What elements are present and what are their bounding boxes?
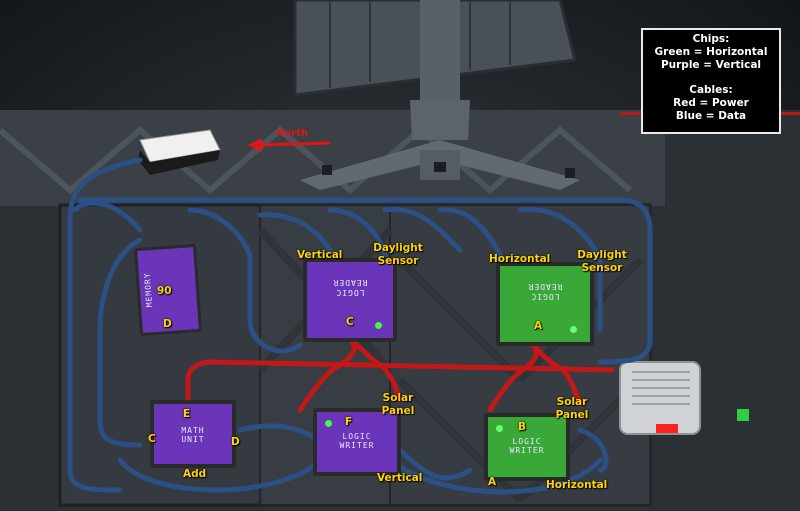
writer-horizontal-text-1: LOGIC — [512, 437, 542, 446]
status-led-icon — [325, 420, 332, 427]
math-unit-text-1: MATH — [181, 426, 205, 435]
math-bottom-label: Add — [183, 468, 207, 480]
writer-vertical-text-1: LOGIC — [342, 432, 372, 441]
writer-horizontal-bottom-left-label: A — [488, 476, 497, 488]
reader-horizontal-text-1: LOGIC — [530, 292, 560, 301]
math-top-label: E — [183, 408, 191, 420]
writer-vertical-letter-label: F — [345, 416, 353, 428]
reader-horizontal-text-2: READER — [527, 282, 563, 291]
legend-cables-red: Red = Power — [673, 97, 749, 109]
reader-horizontal-letter-label: A — [534, 320, 543, 332]
math-left-label: C — [148, 433, 156, 445]
legend-chips-purple: Purple = Vertical — [660, 59, 762, 71]
memory-value-label: 90 — [157, 285, 172, 297]
status-led-icon — [496, 425, 503, 432]
legend-chips-title: Chips: — [692, 33, 730, 45]
writer-horizontal-right-label-2: Panel — [555, 409, 589, 421]
memory-letter-label: D — [163, 318, 172, 330]
logic-reader-horizontal-chip[interactable]: LOGIC READER — [496, 262, 594, 346]
legend-chips-green: Green = Horizontal — [654, 46, 768, 58]
legend-panel: Chips: Green = Horizontal Purple = Verti… — [641, 28, 781, 134]
writer-vertical-right-label-2: Panel — [381, 405, 415, 417]
reader-vertical-letter-label: C — [346, 316, 354, 328]
reader-horizontal-top-right-label-2: Sensor — [581, 262, 623, 274]
writer-horizontal-letter-label: B — [518, 421, 527, 433]
math-unit-text-2: UNIT — [181, 435, 205, 444]
north-label: North — [276, 128, 309, 139]
legend-cables-title: Cables: — [689, 84, 733, 96]
writer-horizontal-text-2: WRITER — [509, 446, 545, 455]
writer-horizontal-right-label-1: Solar — [556, 396, 588, 408]
logic-writer-horizontal-chip[interactable]: LOGIC WRITER — [484, 413, 570, 481]
logic-writer-vertical-chip[interactable]: LOGIC WRITER — [313, 408, 401, 476]
writer-vertical-text-2: WRITER — [339, 441, 375, 450]
writer-vertical-bottom-label: Vertical — [377, 472, 423, 484]
math-right-label: D — [231, 436, 240, 448]
reader-horizontal-top-right-label-1: Daylight — [577, 249, 627, 261]
status-led-icon — [570, 326, 577, 333]
writer-horizontal-bottom-right-label: Horizontal — [546, 479, 608, 491]
reader-vertical-text-1: LOGIC — [335, 288, 365, 297]
reader-vertical-top-left-label: Vertical — [297, 249, 343, 261]
status-led-icon — [375, 322, 382, 329]
writer-vertical-right-label-1: Solar — [382, 392, 414, 404]
reader-vertical-top-right-label-1: Daylight — [373, 242, 423, 254]
legend-cables-blue: Blue = Data — [675, 110, 747, 122]
reader-vertical-text-2: READER — [332, 278, 368, 287]
reader-horizontal-top-left-label: Horizontal — [489, 253, 551, 265]
logic-reader-vertical-chip[interactable]: LOGIC READER — [303, 258, 397, 342]
reader-vertical-top-right-label-2: Sensor — [377, 255, 419, 267]
math-unit-chip[interactable]: MATH UNIT — [150, 400, 236, 468]
